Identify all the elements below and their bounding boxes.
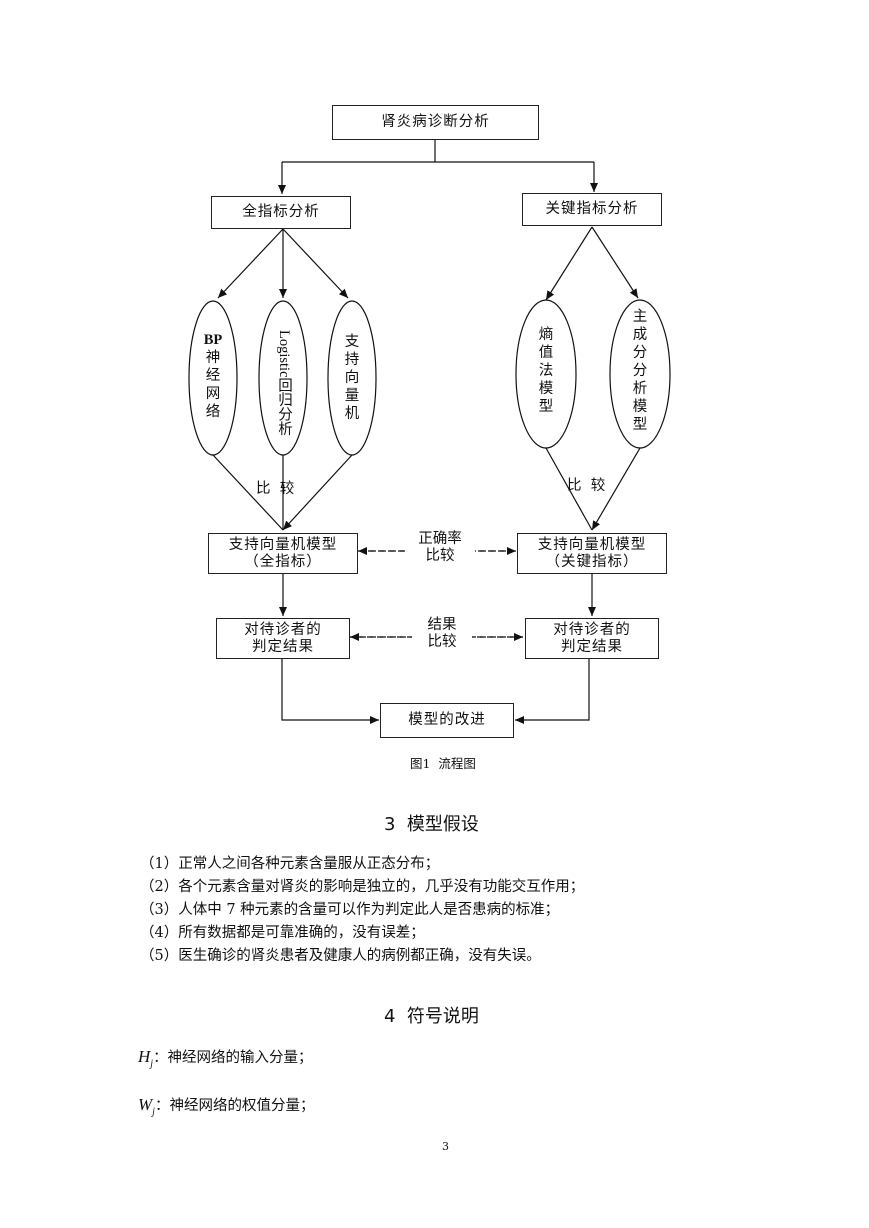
oval-svm xyxy=(327,300,377,456)
page-number: 3 xyxy=(442,1140,449,1153)
logistic-regression-label: Logistic回归分析 xyxy=(276,330,292,436)
assumption-item: （4）所有数据都是可靠准确的，没有误差； xyxy=(140,925,425,941)
full-indicator-node: 全指标分析 xyxy=(211,196,351,229)
symbol-h: Hj xyxy=(138,1047,154,1070)
oval-bp xyxy=(188,300,238,456)
oval-entropy xyxy=(515,299,577,449)
oval-pca xyxy=(609,299,671,449)
bp-network-label: BP 神 经 网 络 xyxy=(203,332,223,420)
svm-full-model-node: 支持向量机模型 （全指标） xyxy=(208,533,358,574)
section-4-title: 4 符号说明 xyxy=(384,1006,479,1027)
model-improvement-node: 模型的改进 xyxy=(380,703,514,738)
root-node: 肾炎病诊断分析 xyxy=(332,105,539,140)
symbol-row: Wj：神经网络的权值分量； xyxy=(138,1095,315,1118)
symbol-row: Hj：神经网络的输入分量； xyxy=(138,1047,313,1070)
entropy-model-label: 熵 值 法 模 型 xyxy=(538,327,554,415)
key-indicator-node: 关键指标分析 xyxy=(522,193,662,226)
svm-key-model-node: 支持向量机模型 （关键指标） xyxy=(517,533,667,574)
svm-label: 支 持 向 量 机 xyxy=(344,334,360,422)
assumption-item: （2）各个元素含量对肾炎的影响是独立的，几乎没有功能交互作用； xyxy=(140,879,585,895)
pca-model-label: 主 成 分 分 析 模 型 xyxy=(632,309,648,433)
assumption-item: （5）医生确诊的肾炎患者及健康人的病例都正确，没有失误。 xyxy=(140,948,541,964)
right-result-node: 对待诊者的 判定结果 xyxy=(525,618,659,659)
left-result-node: 对待诊者的 判定结果 xyxy=(216,618,350,659)
left-compare-label: 比 较 xyxy=(256,481,295,497)
assumption-item: （3）人体中 7 种元素的含量可以作为判定此人是否患病的标准； xyxy=(140,902,560,918)
flowchart-connectors xyxy=(188,140,671,724)
symbol-w: Wj xyxy=(138,1095,155,1118)
oval-logistic xyxy=(258,300,308,456)
result-compare-label: 结果 比较 xyxy=(412,617,472,651)
accuracy-compare-label: 正确率 比较 xyxy=(405,531,475,565)
right-compare-label: 比 较 xyxy=(567,478,606,494)
figure-caption: 图1 流程图 xyxy=(410,756,476,771)
section-3-title: 3 模型假设 xyxy=(384,814,479,835)
assumption-item: （1）正常人之间各种元素含量服从正态分布； xyxy=(140,856,440,872)
